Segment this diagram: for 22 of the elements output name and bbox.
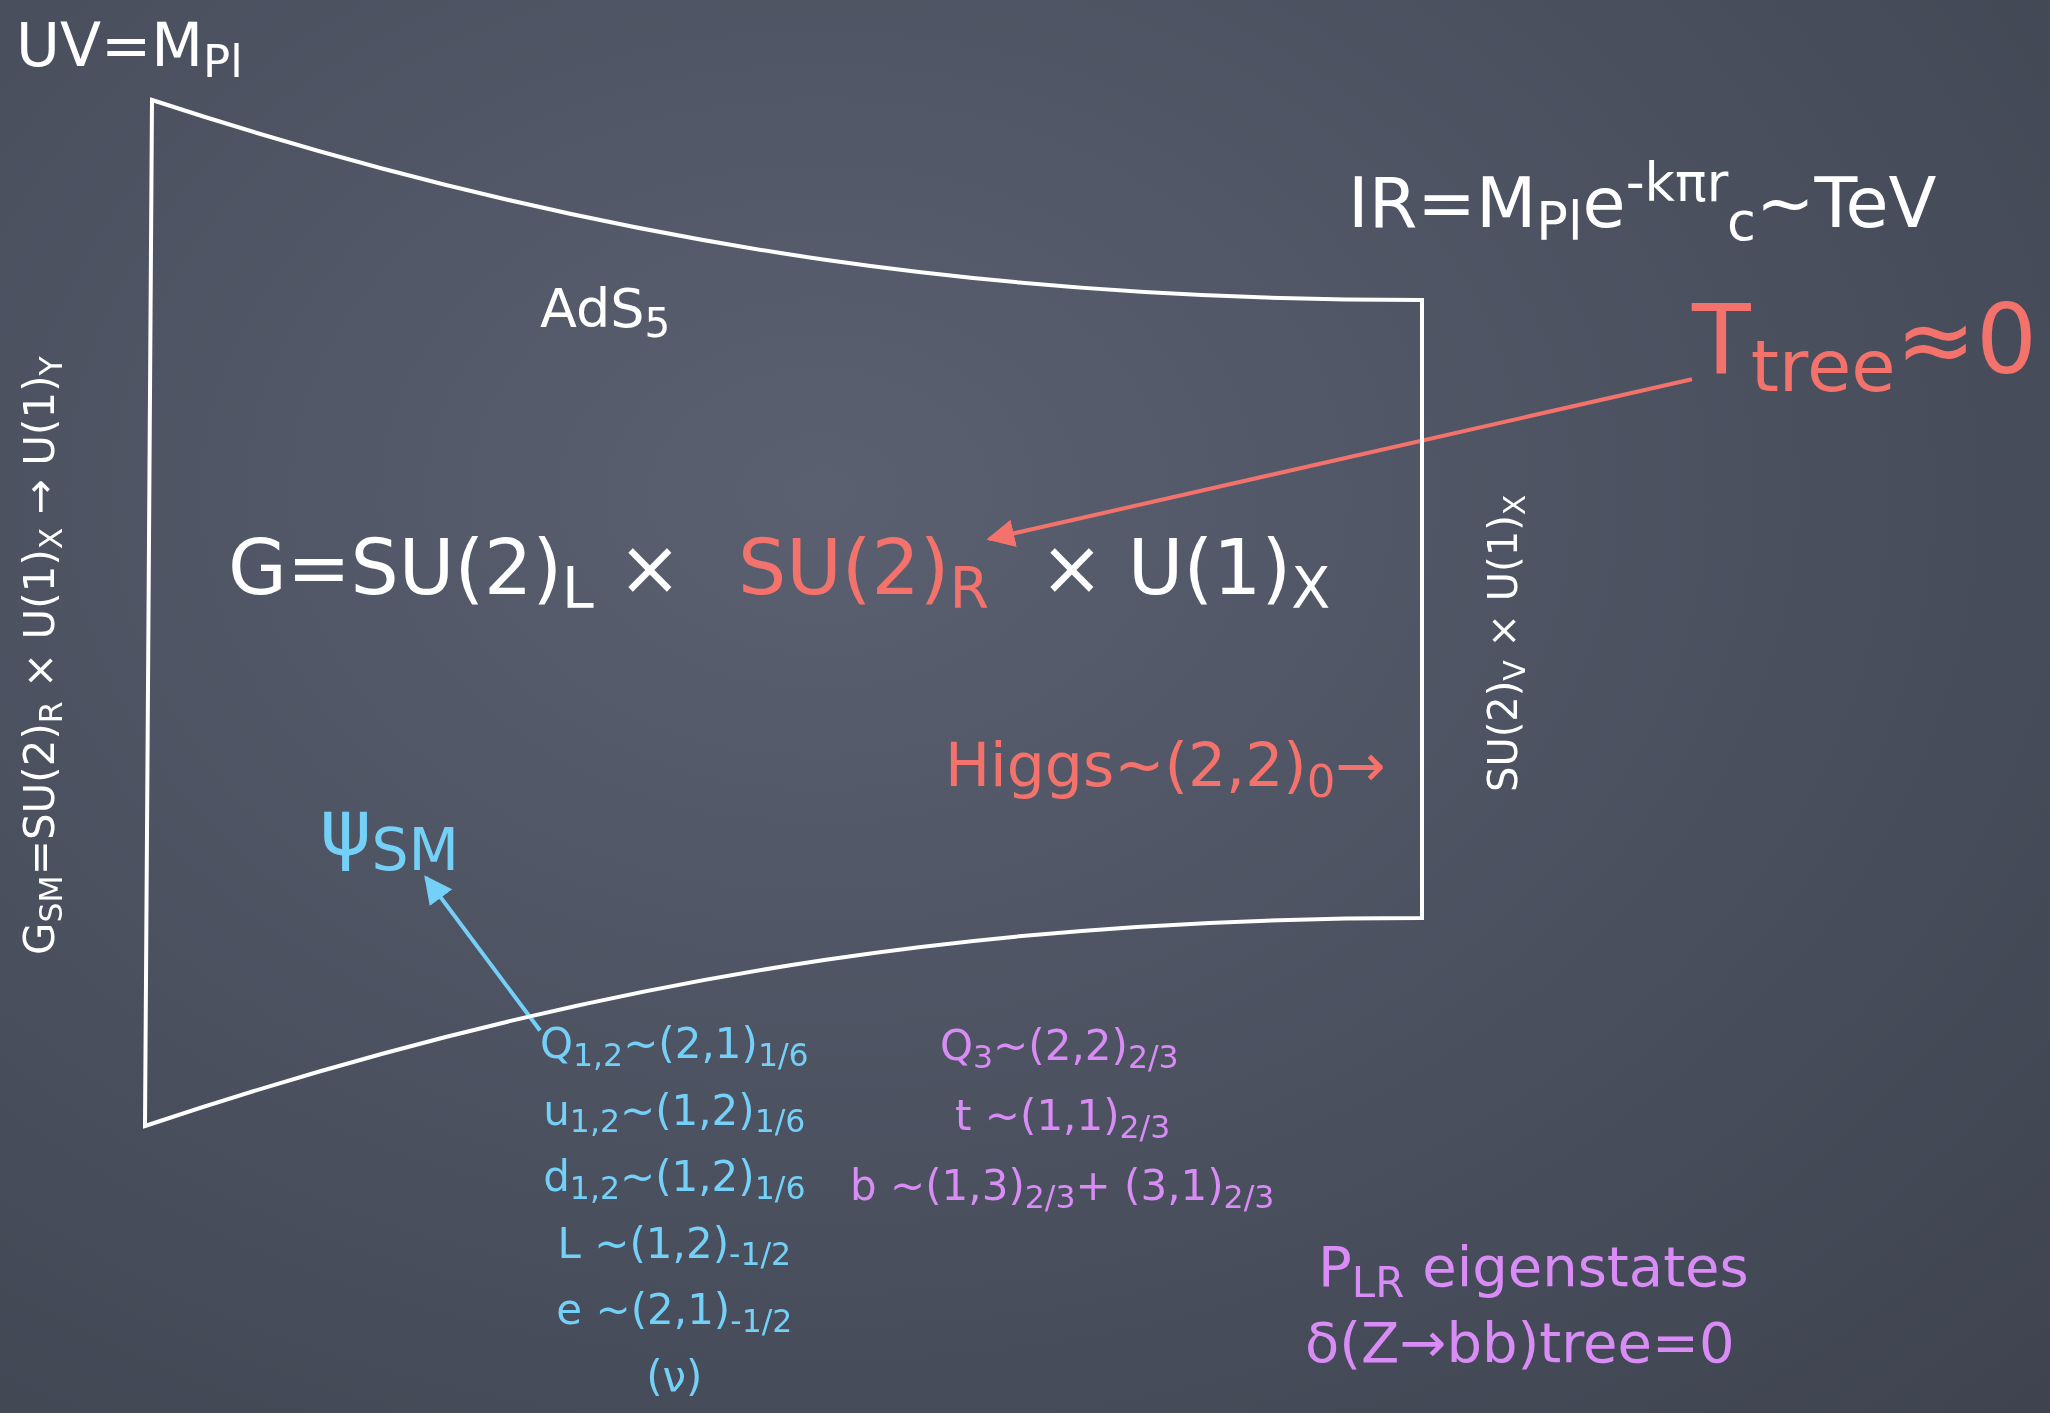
formula-text: Q$_{1,2}$~(2,1)$_{1/6}$ bbox=[540, 1018, 809, 1071]
arrow bbox=[986, 377, 1693, 548]
formula-text: d$_{1,2}$~(1,2)$_{1/6}$ bbox=[543, 1151, 806, 1204]
formula-text: u$_{1,2}$~(1,2)$_{1/6}$ bbox=[543, 1084, 806, 1137]
formula-text: ψ$_{SM}$ bbox=[320, 780, 460, 878]
formula-text: UV=M$_{Pl}$ bbox=[16, 9, 243, 83]
formula-text: Higgs~(2,2)$_{0}$→ bbox=[945, 729, 1386, 803]
formula-text: P$_{LR}$ eigenstates bbox=[1318, 1233, 1749, 1302]
formula-text: IR=M$_{Pl}$e$^{-kπr}$$_{c}$~TeV bbox=[1348, 160, 1937, 248]
arrow bbox=[424, 875, 542, 1032]
formula-text: (ν) bbox=[646, 1350, 703, 1403]
formula-text: e ~(2,1)$_{-1/2}$ bbox=[556, 1284, 793, 1337]
formula-text: t ~(1,1)$_{2/3}$ bbox=[955, 1090, 1171, 1143]
formula-text: Q$_{3}$~(2,2)$_{2/3}$ bbox=[940, 1020, 1179, 1073]
formula-text: G=SU(2)$_{L}$ × bbox=[228, 522, 682, 615]
formula-text: × U(1)$_{X}$ bbox=[1040, 522, 1331, 615]
formula-text: SU(2)$_{R}$ bbox=[738, 520, 990, 615]
region-label: AdS$_{5}$ bbox=[540, 282, 671, 336]
formula-text: L ~(1,2)$_{-1/2}$ bbox=[557, 1217, 792, 1270]
formula-text: b ~(1,3)$_{2/3}$+ (3,1)$_{2/3}$ bbox=[850, 1160, 1275, 1213]
formula-text: δ(Z→bb)tree=0 bbox=[1305, 1309, 1735, 1377]
formula-text: T$_{tree}$≈0 bbox=[1692, 280, 2037, 400]
